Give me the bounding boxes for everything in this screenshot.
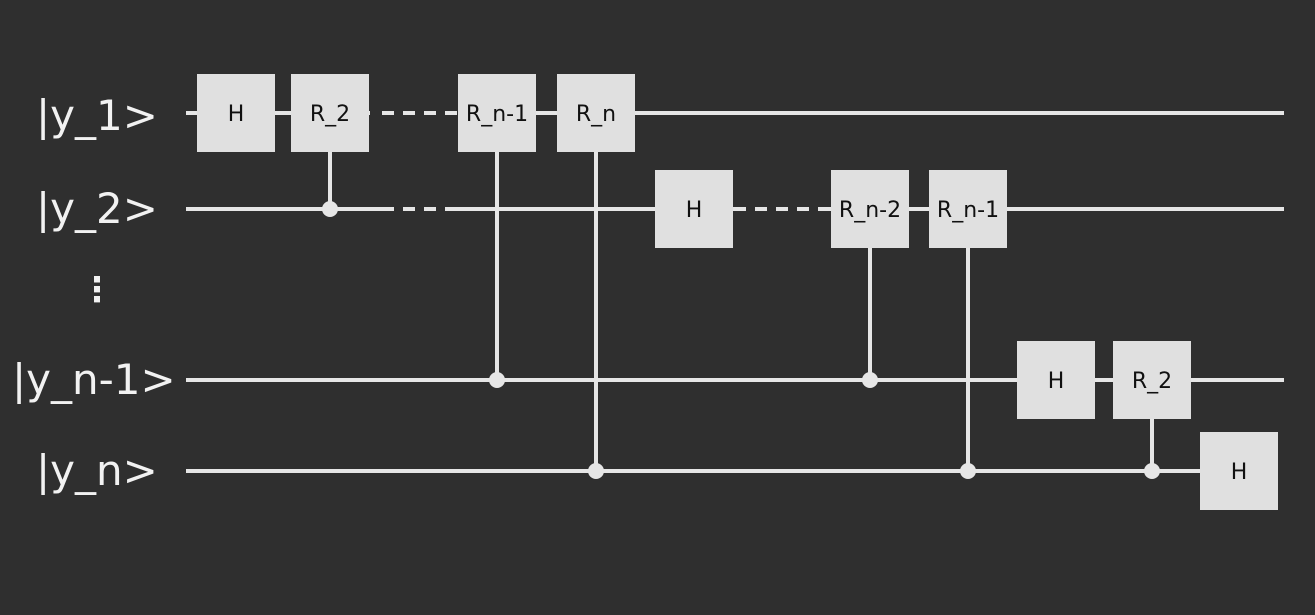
control-dot bbox=[862, 372, 878, 388]
gate-box bbox=[831, 170, 909, 248]
control-dot bbox=[588, 463, 604, 479]
qubit-label-y1: |y_1> bbox=[36, 91, 158, 140]
control-dot bbox=[489, 372, 505, 388]
gate-label: R_n bbox=[576, 102, 616, 127]
gate-label: R_n-2 bbox=[839, 198, 901, 223]
control-dot bbox=[960, 463, 976, 479]
gate-box bbox=[1017, 341, 1095, 419]
gate-box bbox=[557, 74, 635, 152]
gate-box bbox=[929, 170, 1007, 248]
gate-box bbox=[1113, 341, 1191, 419]
gate-label: R_2 bbox=[1132, 369, 1172, 394]
gate-label: H bbox=[1048, 369, 1065, 394]
gate-label: R_n-1 bbox=[466, 102, 528, 127]
gate-label: H bbox=[1231, 460, 1248, 485]
control-dot bbox=[322, 201, 338, 217]
qubit-label-yn: |y_n> bbox=[36, 446, 158, 495]
gate-box bbox=[458, 74, 536, 152]
gate-label: R_n-1 bbox=[937, 198, 999, 223]
control-dot bbox=[1144, 463, 1160, 479]
gate-box bbox=[1200, 432, 1278, 510]
ellipsis-vertical: ⋮ bbox=[80, 270, 114, 310]
qubit-label-y2: |y_2> bbox=[36, 184, 158, 233]
gate-label: H bbox=[228, 102, 245, 127]
gate-label: R_2 bbox=[310, 102, 350, 127]
gate-box bbox=[197, 74, 275, 152]
gate-box bbox=[291, 74, 369, 152]
qubit-label-yn-1: |y_n-1> bbox=[12, 355, 176, 404]
gate-label: H bbox=[686, 198, 703, 223]
gate-box bbox=[655, 170, 733, 248]
